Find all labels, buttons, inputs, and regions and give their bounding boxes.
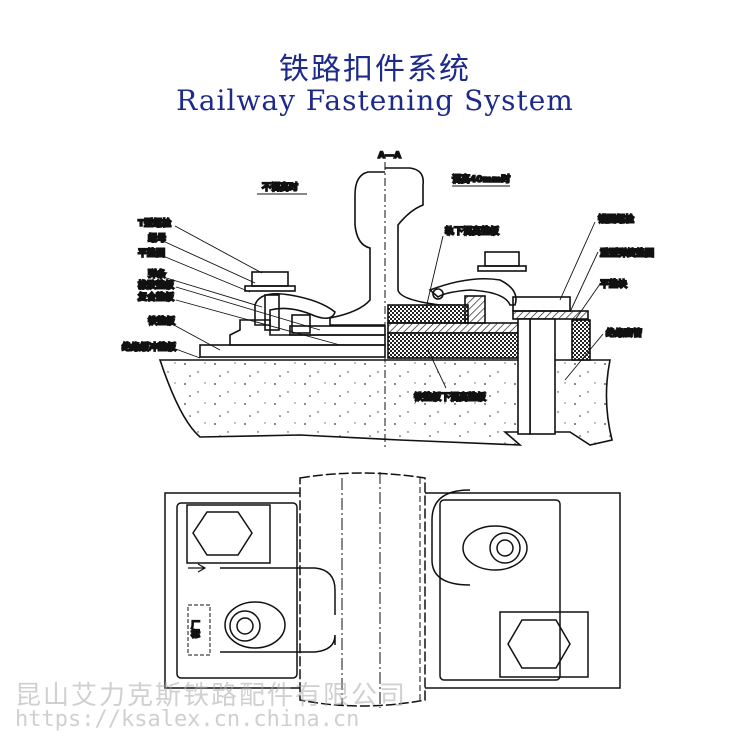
anchor-bolt-shank [529, 318, 556, 435]
label-nut: 螺母 [148, 232, 166, 244]
label-iron-base-plate: 铁垫板 [148, 315, 176, 327]
rail-right-half [385, 167, 460, 306]
shoulder-block [291, 314, 311, 334]
clip-left-lower [220, 634, 336, 653]
labels-left: T型螺栓 螺母 平垫圈 弹条 橡胶垫板 复合垫板 铁垫板 绝缘缓冲垫板 [121, 216, 178, 354]
left-nut [229, 610, 261, 642]
t-bolt-shank [264, 294, 280, 331]
rubber-pad [289, 325, 386, 336]
hex-bolt-top-left [192, 511, 253, 556]
section-view: A—A 不调高时 调高40mm时 [121, 150, 655, 450]
heading-no-adjust: 不调高时 [262, 181, 298, 193]
heading-adjust-40mm: 调高40mm时 [452, 173, 510, 185]
watermark-url: https://ksalex.cn.china.cn [15, 707, 360, 732]
rail-plan [299, 472, 426, 707]
label-flat-pad-block: 平垫块 [600, 278, 628, 290]
right-nut-outer [462, 525, 528, 571]
plan-view: 厂标 [164, 472, 621, 708]
right-plate-inner [439, 499, 561, 681]
concrete-sleeper [158, 359, 613, 446]
clip-left-upper [220, 567, 336, 615]
label-spring-clip: 弹条 [148, 268, 167, 280]
anchor-bolt-head [512, 296, 571, 312]
watermark-company: 昆山艾力克斯铁路配件有限公司 [15, 681, 408, 711]
labels-right: 轨下调高垫板 锚固螺栓 重型弹簧垫圈 平垫块 绝缘套管 铁垫板下调高垫板 [413, 212, 655, 404]
label-rubber-pad: 橡胶垫板 [138, 279, 175, 291]
leaders-right [425, 221, 604, 389]
label-heavy-spring-washer: 重型弹簧垫圈 [600, 247, 654, 259]
hex-bolt-top-right [507, 619, 571, 669]
clip-right [431, 489, 471, 586]
clip-toe [432, 288, 444, 300]
right-anchor-area [499, 611, 589, 678]
label-rail-adjust-pad: 轨下调高垫板 [445, 225, 500, 237]
label-insulating-sleeve: 绝缘套管 [606, 327, 642, 339]
spring-clip-left [254, 292, 336, 326]
insulating-sleeve [517, 318, 531, 435]
nut-left [251, 271, 289, 287]
title-english: Railway Fastening System [176, 84, 574, 117]
label-composite-pad: 复合垫板 [137, 291, 175, 303]
iron-shoulder-right [464, 295, 486, 324]
leaders-left [162, 225, 341, 359]
label-t-bolt: T型螺栓 [138, 217, 171, 229]
nut-right [484, 251, 520, 267]
left-anchor-area [186, 504, 271, 564]
direction-arrow-icon [188, 563, 207, 573]
base-plate-adjust-pad [387, 332, 519, 359]
title-chinese: 铁路扣件系统 [279, 52, 471, 87]
insulating-buffer-pad [199, 344, 386, 358]
flat-pad-block [571, 319, 591, 361]
label-insulating-buffer-pad: 绝缘缓冲垫板 [122, 341, 177, 353]
label-base-plate-adjust-pad: 铁垫板下调高垫板 [414, 391, 487, 403]
label-anchor-bolt: 锚固螺栓 [598, 213, 634, 225]
right-nut [489, 532, 521, 564]
rail-left-half [329, 171, 385, 326]
factory-mark: 厂标 [189, 620, 201, 639]
rail-adjust-pad [387, 304, 469, 324]
label-flat-washer: 平垫圈 [138, 247, 165, 259]
section-mark: A—A [378, 151, 401, 161]
composite-pad-right [387, 322, 519, 334]
left-plate-inner [176, 502, 298, 679]
left-nut-outer [224, 601, 286, 649]
